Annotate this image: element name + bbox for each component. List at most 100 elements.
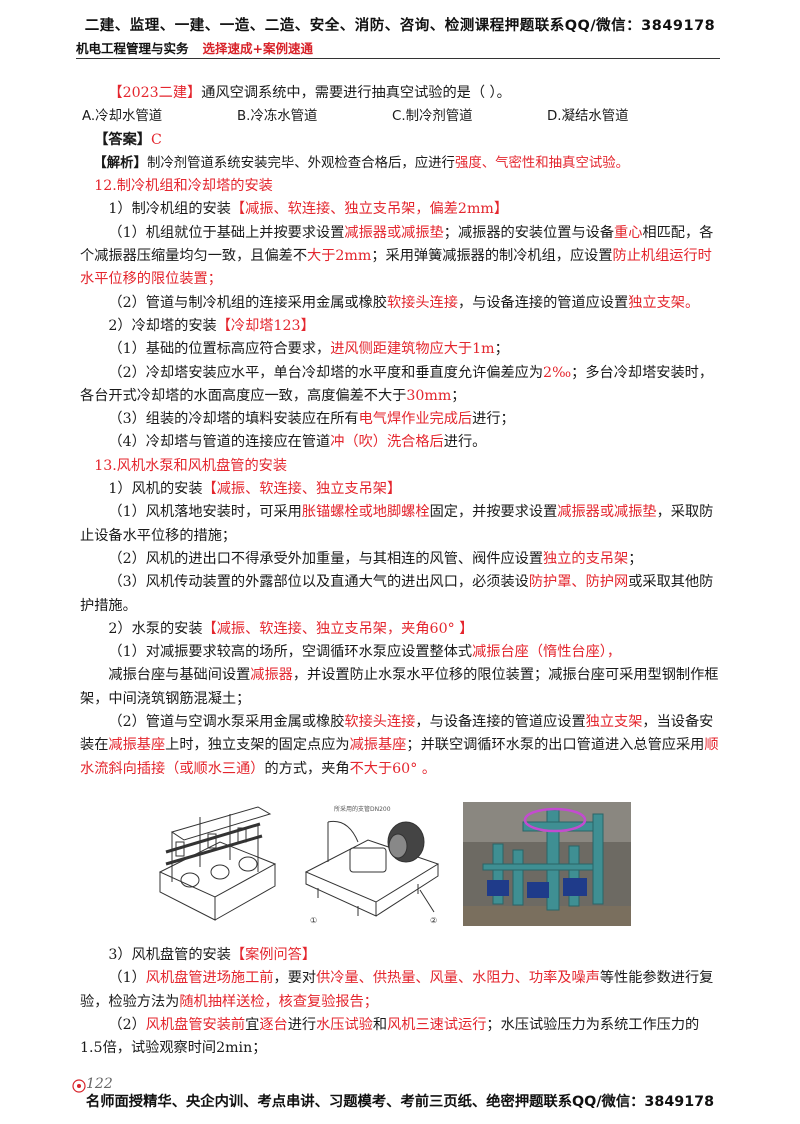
fcu-item-1: （1）风机盘管进场施工前，要对供冷量、供热量、风量、水阻力、功率及噪声等性能参数…	[80, 967, 720, 1014]
t: ，与设备连接的管道应设置	[415, 714, 586, 731]
chiller-item-1: （1）机组就位于基础上并按要求设置减振器或减振垫；减振器的安装位置与设备重心相匹…	[80, 222, 720, 292]
t: （2）	[108, 1016, 146, 1033]
t: 进行；	[472, 411, 515, 428]
t: 和	[372, 1016, 388, 1033]
page-flower-icon	[72, 1079, 86, 1093]
footer-contact: 名师面授精华、央企内训、考点串讲、习题模考、考前三页纸、绝密押题联系QQ/微信：…	[85, 1094, 715, 1110]
t: （1）风机落地安装时，可采用	[108, 504, 302, 521]
t: 上时，独立支架的固定点应为	[165, 737, 350, 754]
tower-heading: 2）冷却塔的安装【冷却塔123】	[80, 315, 720, 338]
option-b: B.冷冻水管道	[237, 109, 318, 125]
pump-head-text: 2）水泵的安装	[108, 620, 203, 637]
hl: 减振器或减振垫	[557, 504, 657, 521]
chiller-head-text: 1）制冷机组的安装	[108, 201, 231, 218]
t: ，并设置防止水泵水平位移的限位装置；减振台座可采用型钢制作框架，中间浇筑钢筋混凝…	[80, 667, 719, 707]
hl: 独立支架	[585, 714, 643, 731]
t: （2）风机的进出口不得承受外加重量，与其相连的风管、阀件应设置	[108, 550, 544, 567]
hl: 减振基座	[108, 737, 166, 754]
analysis-text: 制冷剂管道系统安装完毕、外观检查合格后，应进行	[146, 155, 455, 171]
t: 固定，并按要求设置	[429, 504, 558, 521]
question-text: 通风空调系统中，需要进行抽真空试验的是（ ）。	[201, 85, 511, 101]
t: 或采取其他防护措施。	[80, 574, 714, 614]
t: ；水压试验压力为系统工作压力的1.5倍，试验观察时间2min；	[80, 1016, 700, 1057]
fan-item-3: （3）风机传动装置的外露部位以及直通大气的进出风口，必须装设防护罩、防护网或采取…	[80, 571, 720, 618]
hl: 软接头连接	[344, 714, 416, 731]
hl: 防止机组运行时水平位移的限位装置；	[80, 248, 712, 288]
hl: 冲（吹）洗合格后	[330, 434, 444, 451]
header-rule	[76, 58, 720, 59]
t: ，与设备连接的管道应设置	[457, 294, 629, 311]
analysis-label: 【解析】	[93, 155, 147, 171]
fan-head-text: 1）风机的安装	[108, 481, 203, 498]
t: （1）机组就位于基础上并按要求设置	[108, 224, 345, 241]
t: ；采用弹簧减振器的制冷机组，应设置	[371, 248, 613, 265]
header-contact: 二建、监理、一建、一造、二造、安全、消防、咨询、检测课程押题联系QQ/微信：38…	[84, 18, 716, 34]
hl: 减振基座	[349, 737, 407, 754]
figure-label-1: ①	[310, 916, 317, 925]
hl: 大于2mm	[307, 248, 372, 265]
hl: 减振台座（惰性台座），	[472, 644, 622, 661]
hl: 不大于60° 。	[349, 760, 437, 777]
hl: 风机盘管安装前	[145, 1016, 246, 1033]
hl: 独立支架。	[628, 294, 700, 311]
t: ，当设备安装在	[80, 714, 714, 754]
question-stem: 【2023二建】通风空调系统中，需要进行抽真空试验的是（ ）。	[80, 82, 720, 105]
t: ，要对	[273, 970, 317, 987]
t: （1）	[108, 970, 146, 987]
chiller-heading: 1）制冷机组的安装【减振、软连接、独立支吊架，偏差2mm】	[80, 198, 720, 221]
hl: 电气焊作业完成后	[358, 411, 473, 428]
hl: 胀锚螺栓或地脚螺栓	[301, 504, 430, 521]
pump-item-1: （1）对减振要求较高的场所，空调循环水泵应设置整体式减振台座（惰性台座），	[80, 641, 720, 664]
hl: 软接头连接	[386, 294, 458, 311]
question-tag: 【2023二建】	[108, 85, 202, 101]
chiller-item-2: （2）管道与制冷机组的连接采用金属或橡胶软接头连接，与设备连接的管道应设置独立支…	[80, 292, 720, 315]
pump-heading: 2）水泵的安装【减振、软连接、独立支吊架，夹角60° 】	[80, 618, 720, 641]
hl: 2‰	[543, 364, 572, 381]
answer-value: C	[150, 131, 162, 148]
t: ，采取防止设备水平位移的措施；	[80, 504, 714, 544]
tower-keypoints: 【冷却塔123】	[216, 317, 315, 334]
page-number: 122	[86, 1076, 113, 1092]
tower-item-1: （1）基础的位置标高应符合要求，进风侧距建筑物应大于1m；	[80, 338, 720, 361]
t: 相匹配，各个减振器压缩量均匀一致，且偏差不	[80, 224, 714, 265]
option-c: C.制冷剂管道	[392, 109, 473, 125]
t: （1）基础的位置标高应符合要求，	[108, 341, 331, 358]
t: 等性能参数进行复验，检验方法为	[80, 970, 714, 1010]
hl: 重心	[614, 224, 643, 241]
t: ；并联空调循环水泵的出口管道进入总管应采用	[406, 737, 705, 754]
fcu-keypoints: 【案例问答】	[230, 947, 317, 963]
t: （3）风机传动装置的外露部位以及直通大气的进出风口，必须装设	[108, 574, 529, 591]
hl: 风机三速试运行	[387, 1016, 487, 1033]
hl: 风机盘管进场施工前	[145, 970, 274, 987]
book-title: 机电工程管理与实务	[76, 41, 189, 56]
section-12-title: 12.制冷机组和冷却塔的安装	[94, 178, 273, 195]
hl: 供冷量、供热量、风量、水阻力、功率及噪声	[316, 970, 600, 987]
option-a: A.冷却水管道	[82, 109, 163, 125]
chiller-keypoints: 【减振、软连接、独立支吊架，偏差2mm】	[230, 201, 509, 218]
t: （2）冷却塔安装应水平，单台冷却塔的水平度和垂直度允许偏差应为	[108, 364, 544, 381]
t: 进行。	[443, 434, 487, 451]
answer-label: 【答案】	[94, 131, 151, 148]
figures-row: 所采用的支管DN200 ① ②	[150, 802, 730, 934]
t: 宜	[245, 1016, 260, 1033]
hl: 随机抽样送检，核查复验报告；	[179, 993, 378, 1010]
figure-label-2: ②	[430, 916, 437, 925]
fan-item-1: （1）风机落地安装时，可采用胀锚螺栓或地脚螺栓固定，并按要求设置减振器或减振垫，…	[80, 501, 720, 548]
t: 的方式，夹角	[264, 760, 350, 777]
option-d: D.凝结水管道	[547, 109, 629, 125]
hl: 顺水流斜向插接（或顺水三通）	[80, 737, 719, 777]
header-subtitle: 机电工程管理与实务选择速成+案例速通	[76, 38, 313, 57]
tower-head-text: 2）冷却塔的安装	[108, 317, 217, 334]
hl: 独立的支吊架	[543, 550, 629, 567]
answer-line: 【答案】C	[80, 129, 720, 152]
pump-keypoints: 【减振、软连接、独立支吊架，夹角60° 】	[202, 620, 474, 637]
fcu-heading: 3）风机盘管的安装【案例问答】	[80, 944, 720, 967]
fan-heading: 1）风机的安装【减振、软连接、独立支吊架】	[80, 478, 720, 501]
hl: 防护罩、防护网	[528, 574, 629, 591]
page-content-lower: 3）风机盘管的安装【案例问答】 （1）风机盘管进场施工前，要对供冷量、供热量、风…	[80, 944, 720, 1060]
t: ；减振器的安装位置与设备	[443, 224, 615, 241]
hl: 30mm	[406, 387, 452, 404]
t: 进行	[287, 1016, 317, 1033]
fan-keypoints: 【减振、软连接、独立支吊架】	[202, 481, 402, 498]
pump-item-2: （2）管道与空调水泵采用金属或橡胶软接头连接，与设备连接的管道应设置独立支架，当…	[80, 711, 720, 781]
